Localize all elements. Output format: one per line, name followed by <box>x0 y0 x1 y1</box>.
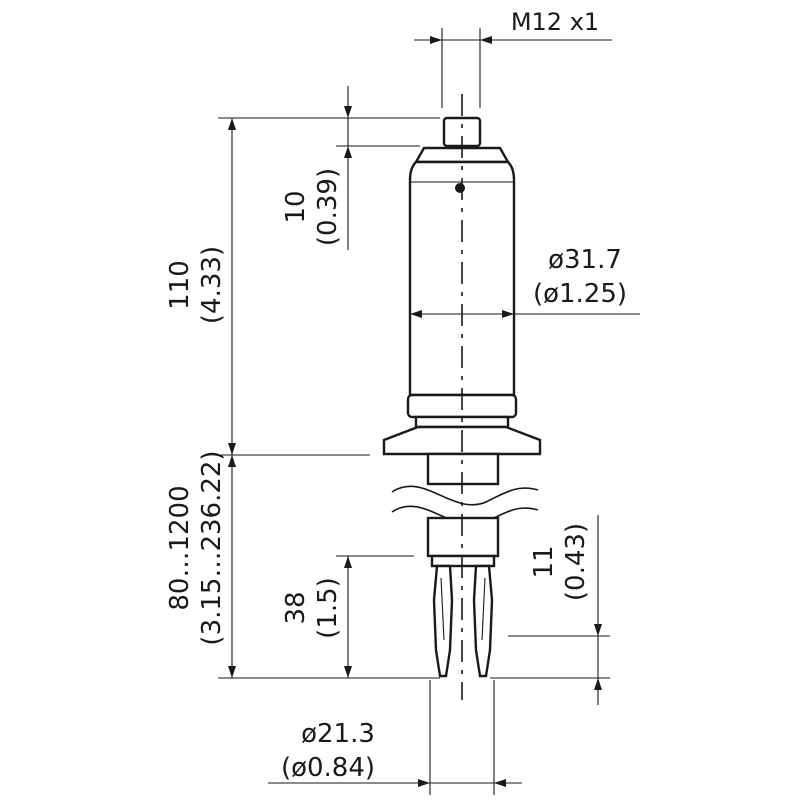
break-line-upper <box>391 485 539 506</box>
head-dimension <box>336 86 420 250</box>
head-in: (0.39) <box>313 168 343 246</box>
tip-dimension <box>490 515 610 705</box>
probe-length-in: (3.15…236.22) <box>197 450 227 645</box>
probe-tube-lower <box>426 516 500 558</box>
thread-label: M12 x1 <box>511 8 599 36</box>
total-length-in: (4.33) <box>197 246 227 324</box>
housing-diameter-mm: ø31.7 <box>548 245 622 275</box>
thread-dimension <box>414 28 612 108</box>
fork-length-in: (1.5) <box>313 577 343 639</box>
tuning-fork <box>432 564 494 678</box>
fork-diameter-mm: ø21.3 <box>301 719 375 749</box>
tip-in: (0.43) <box>561 523 591 601</box>
fork-length-dimension <box>336 555 414 678</box>
total-length-mm: 110 <box>165 260 195 310</box>
fork-length-mm: 38 <box>281 591 311 624</box>
fork-diameter-dimension <box>268 680 522 795</box>
housing-diameter-in: (ø1.25) <box>533 279 627 309</box>
vent-hole <box>455 183 465 193</box>
head-mm: 10 <box>281 190 311 223</box>
housing-diameter-dimension <box>410 310 640 318</box>
probe-tube-upper <box>426 452 500 486</box>
tip-mm: 11 <box>529 545 559 578</box>
fork-diameter-in: (ø0.84) <box>281 753 375 783</box>
probe-length-mm: 80…1200 <box>165 485 195 610</box>
total-length-dimension <box>218 117 440 456</box>
probe-length-dimension <box>218 455 440 679</box>
